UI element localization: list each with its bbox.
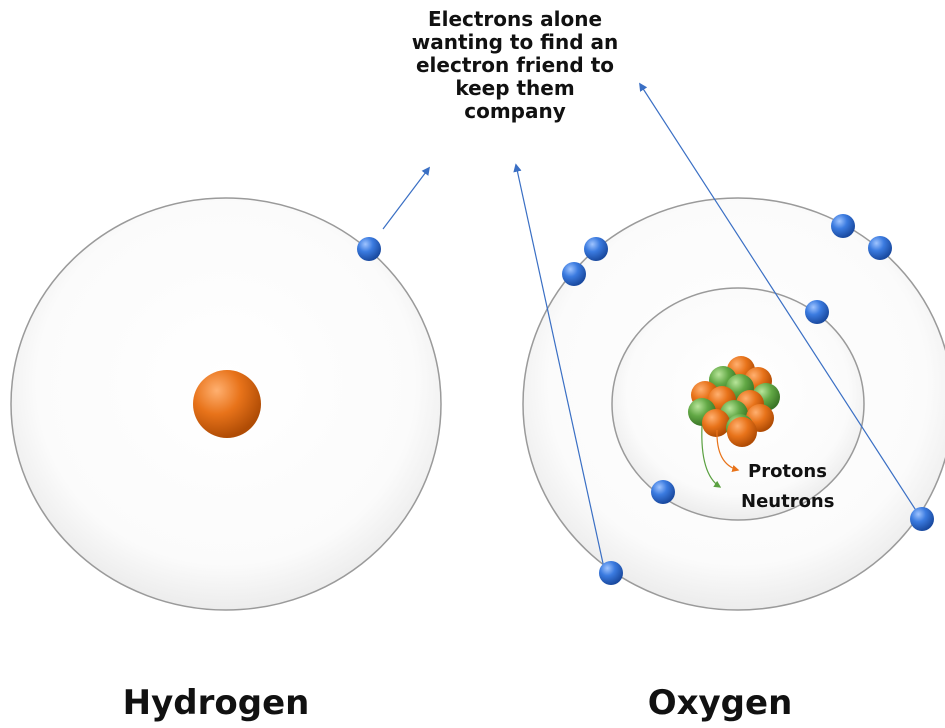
oxygen-nucleus bbox=[688, 356, 780, 447]
oxygen-outer-electron bbox=[868, 236, 892, 260]
hydrogen-proton bbox=[193, 370, 261, 438]
annotation-line: company bbox=[464, 99, 566, 123]
hydrogen-title: Hydrogen bbox=[122, 683, 310, 723]
oxygen-title: Oxygen bbox=[647, 683, 793, 723]
oxygen-inner-electron bbox=[805, 300, 829, 324]
oxygen-outer-electron bbox=[584, 237, 608, 261]
neutrons-label: Neutrons bbox=[741, 491, 835, 512]
oxygen-inner-electron bbox=[651, 480, 675, 504]
oxygen-outer-electron bbox=[562, 262, 586, 286]
protons-label: Protons bbox=[748, 461, 827, 482]
annotation-line: wanting to find an bbox=[411, 30, 619, 54]
oxygen-nucleon bbox=[727, 417, 757, 447]
oxygen-outer-electron bbox=[599, 561, 623, 585]
oxygen-outer-electron bbox=[910, 507, 934, 531]
annotation-line: electron friend to bbox=[415, 53, 614, 77]
neutrons-pointer-arrow bbox=[701, 425, 722, 488]
hydrogen-electron bbox=[357, 237, 381, 261]
oxygen-nucleon bbox=[702, 409, 730, 437]
hydrogen-electron-arrow bbox=[382, 166, 431, 230]
oxygen-outer-electron bbox=[831, 214, 855, 238]
oxygen-lower-electron-arrow bbox=[513, 163, 605, 569]
protons-pointer-arrow bbox=[716, 429, 740, 472]
annotation-line: keep them bbox=[455, 76, 575, 100]
oxygen-right-electron-arrow bbox=[639, 82, 918, 513]
electron-annotation: Electrons alone wanting to find an elect… bbox=[405, 8, 625, 123]
annotation-line: Electrons alone bbox=[427, 7, 603, 31]
